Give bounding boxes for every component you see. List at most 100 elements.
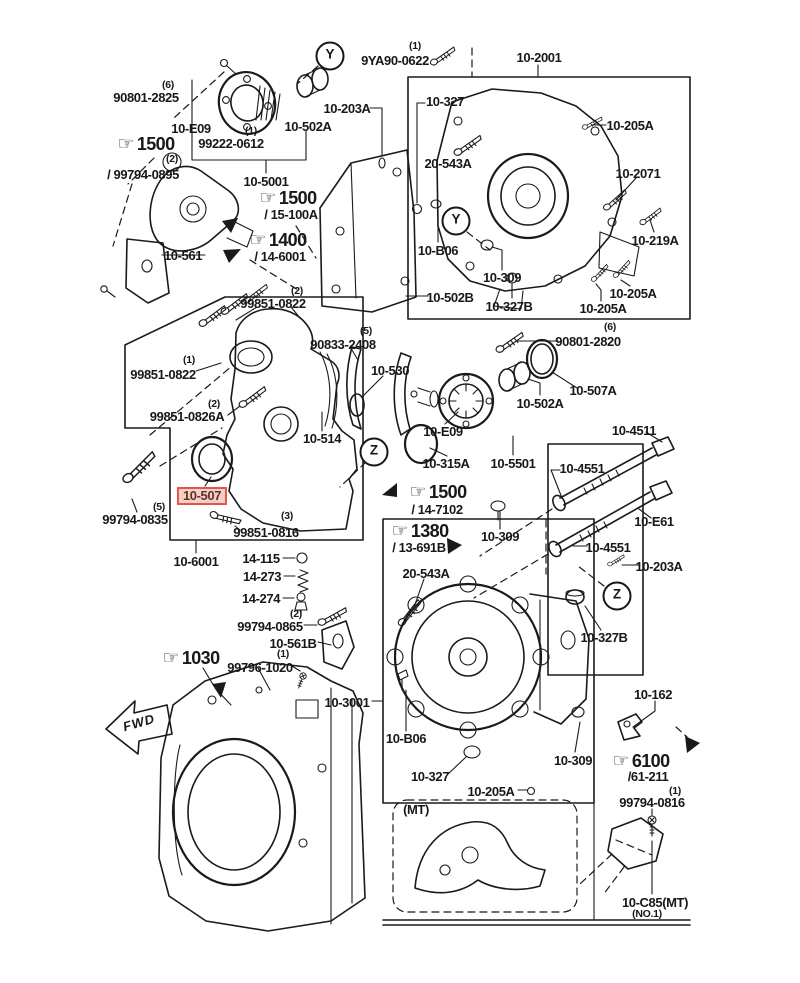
part-label-99794-0816: 99794-0816 (619, 795, 685, 810)
part-label-99794-0895: / 99794-0895 (107, 167, 179, 182)
part-label-10-327: 10-327 (410, 769, 450, 784)
part-label-90801-2825: 90801-2825 (113, 90, 179, 105)
part-label-10-219a: 10-219A (631, 233, 679, 248)
part-label-10-315a: 10-315A (422, 456, 470, 471)
part-label-14-6001: / 14-6001 (254, 249, 306, 264)
part-label-10-205a: 10-205A (609, 286, 657, 301)
part-label-10-2071: 10-2071 (615, 166, 661, 181)
part-label-1500[interactable]: ☞1500 (259, 188, 318, 209)
pointing-hand-icon: ☞ (409, 482, 427, 503)
part-label-10-205a: 10-205A (467, 784, 515, 799)
small-parts-drawing (294, 552, 355, 690)
water-pump-pulley-drawing (191, 46, 458, 174)
part-label-99851-0822: 99851-0822 (240, 296, 306, 311)
part-label-10-309: 10-309 (480, 529, 520, 544)
part-label-10-507a: 10-507A (569, 383, 617, 398)
part-label-1500[interactable]: ☞1500 (117, 134, 176, 155)
part-label-10-b06: 10-B06 (385, 731, 427, 746)
fwd-arrow-icon (105, 700, 173, 755)
part-label-1: (1) (183, 354, 195, 366)
part-label-10-507[interactable]: 10-507 (176, 487, 228, 505)
part-label-10-561: 10-561 (163, 248, 203, 263)
adapter-plate-drawing (386, 500, 590, 796)
part-label-2: (2) (290, 608, 302, 620)
part-label-99851-0826a: 99851-0826A (149, 409, 225, 424)
view-marker-y-icon: Y (441, 206, 471, 236)
part-label-10-6001: 10-6001 (173, 554, 219, 569)
part-label-20-543a: 20-543A (424, 156, 472, 171)
engine-block-drawing (158, 661, 366, 932)
part-label-1380[interactable]: ☞1380 (391, 521, 450, 542)
part-label-99796-1020: 99796-1020 (227, 660, 293, 675)
part-label-10-4511: 10-4511 (611, 423, 657, 438)
fwd-label: FWD (121, 710, 157, 735)
part-label-no-1: (NO.1) (632, 908, 662, 920)
part-label-14-273: 14-273 (242, 569, 282, 584)
part-label-20-543a: 20-543A (402, 566, 450, 581)
part-label-10-530: 10-530 (370, 363, 410, 378)
part-label-10-327b: 10-327B (580, 630, 628, 645)
pointing-hand-icon: ☞ (391, 521, 409, 542)
part-label-10-e61: 10-E61 (634, 514, 674, 529)
part-label-10-327: 10-327 (425, 94, 465, 109)
part-label-13-691b: / 13-691B (392, 540, 446, 555)
part-label-10-e09: 10-E09 (171, 121, 211, 136)
pointing-hand-icon: ☞ (162, 648, 180, 669)
part-label-3: (3) (281, 510, 293, 522)
part-label-10-203a: 10-203A (635, 559, 683, 574)
part-label-10-205a: 10-205A (606, 118, 654, 133)
part-label-1400[interactable]: ☞1400 (249, 230, 308, 251)
part-label-5: (5) (360, 325, 372, 337)
right-column-parts-drawing (607, 713, 664, 870)
rotor-and-seals-drawing (403, 331, 559, 465)
part-label-10-c85-mt: 10-C85(MT) (621, 895, 689, 910)
part-label-10-5001: 10-5001 (243, 174, 289, 189)
part-label-10-b06: 10-B06 (417, 243, 459, 258)
part-label-10-3001: 10-3001 (324, 695, 370, 710)
part-label-10-561b: 10-561B (269, 636, 317, 651)
part-label-1: (1) (669, 785, 681, 797)
part-label-6: (6) (604, 321, 616, 333)
part-label-6: (6) (162, 79, 174, 91)
view-marker-z-icon: Z (359, 437, 389, 467)
pointer-arrowheads (212, 218, 700, 753)
part-label-10-4551: 10-4551 (559, 461, 605, 476)
part-label-10-309: 10-309 (553, 753, 593, 768)
part-label-99851-0816: 99851-0816 (233, 525, 299, 540)
diagram-frame-boxes (124, 76, 691, 926)
part-label-10-514: 10-514 (302, 431, 342, 446)
view-marker-y-icon: Y (315, 41, 345, 71)
pointing-hand-icon: ☞ (249, 230, 267, 251)
part-label-1: (1) (245, 125, 257, 137)
part-label-10-502b: 10-502B (426, 290, 474, 305)
leader-lines (131, 64, 663, 895)
part-label-10-203a: 10-203A (323, 101, 371, 116)
part-label-10-205a: 10-205A (579, 301, 627, 316)
part-label-5: (5) (153, 501, 165, 513)
part-label-99794-0835: 99794-0835 (102, 512, 168, 527)
part-label-10-162: 10-162 (633, 687, 673, 702)
part-label-6100[interactable]: ☞6100 (612, 751, 671, 772)
part-label-10-e09: 10-E09 (423, 424, 463, 439)
view-marker-z-icon: Z (602, 581, 632, 611)
part-label-61-211: /61-211 (627, 769, 669, 784)
part-label-10-4551: 10-4551 (585, 540, 631, 555)
part-label-10-2001: 10-2001 (516, 50, 562, 65)
part-label-90833-2408: 90833-2408 (310, 337, 376, 352)
part-label-1: (1) (277, 648, 289, 660)
part-label-10-502a: 10-502A (516, 396, 564, 411)
part-label-99794-0865: 99794-0865 (237, 619, 303, 634)
part-label-9ya90-0622: 9YA90-0622 (361, 53, 429, 68)
end-plate-drawing (319, 149, 417, 313)
part-label-1500[interactable]: ☞1500 (409, 482, 468, 503)
pointing-hand-icon: ☞ (117, 134, 135, 155)
part-label-10-327b: 10-327B (485, 299, 533, 314)
part-label-14-7102: / 14-7102 (411, 502, 463, 517)
part-label-1030[interactable]: ☞1030 (162, 648, 221, 669)
mt-end-cover-drawing (414, 820, 546, 894)
oil-pump-body-drawing (411, 88, 664, 310)
part-label-2: (2) (166, 153, 178, 165)
